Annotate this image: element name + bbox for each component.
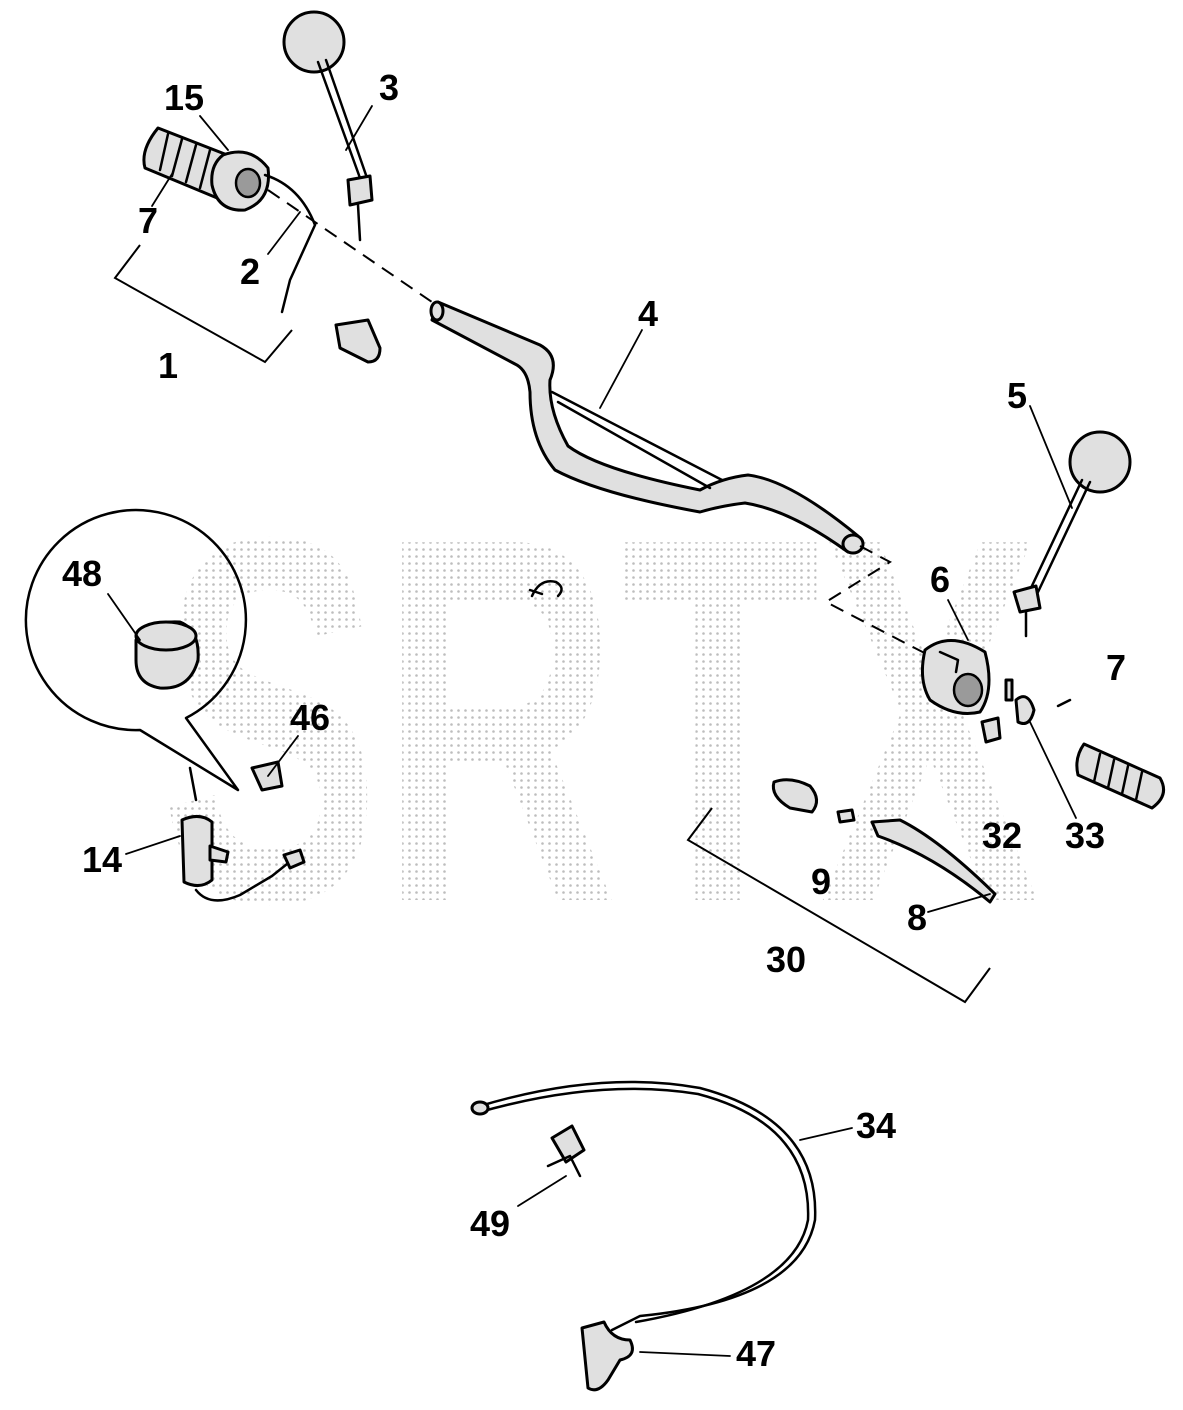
bracket-group-1 — [113, 244, 293, 364]
label-part-30: 30 — [766, 939, 806, 980]
label-part-5: 5 — [1007, 375, 1027, 416]
label-part-49: 49 — [470, 1203, 510, 1244]
label-part-48: 48 — [62, 553, 102, 594]
bracket-group-30 — [686, 807, 991, 1004]
part-labels: 1 2 3 4 5 6 7 7 8 9 14 15 30 32 33 34 46… — [62, 67, 1126, 1374]
right-mirror — [1012, 430, 1132, 638]
screws-32-33 — [980, 678, 1072, 744]
label-part-1: 1 — [158, 345, 178, 386]
leader-lines — [107, 105, 1077, 1357]
cable-34 — [470, 1080, 817, 1332]
label-part-7-right: 7 — [1106, 647, 1126, 688]
left-bracket-part — [334, 318, 382, 364]
lever-assembly — [771, 778, 997, 904]
label-part-7-left: 7 — [138, 200, 158, 241]
label-part-15: 15 — [164, 77, 204, 118]
label-part-2: 2 — [240, 251, 260, 292]
callout-bubble — [24, 508, 248, 792]
label-part-47: 47 — [736, 1333, 776, 1374]
label-part-6: 6 — [930, 559, 950, 600]
label-part-9: 9 — [811, 861, 831, 902]
label-part-33: 33 — [1065, 815, 1105, 856]
right-switch-housing — [920, 639, 991, 715]
right-grip — [1075, 742, 1166, 810]
watermark: SRTX — [160, 430, 1042, 1011]
label-part-3: 3 — [379, 67, 399, 108]
label-part-4: 4 — [638, 293, 658, 334]
connector-46 — [250, 760, 284, 792]
label-part-46: 46 — [290, 697, 330, 738]
clip-49 — [546, 1124, 586, 1178]
left-mirror — [282, 10, 374, 242]
left-grip-assembly — [142, 126, 317, 314]
label-part-32: 32 — [982, 815, 1022, 856]
label-part-8: 8 — [907, 897, 927, 938]
key-switch — [180, 766, 306, 902]
handlebar — [429, 300, 865, 555]
label-part-14: 14 — [82, 839, 122, 880]
watermark-text: SRTX — [160, 430, 1042, 1011]
clip-part — [528, 580, 563, 598]
label-part-34: 34 — [856, 1105, 896, 1146]
bracket-47 — [580, 1320, 634, 1392]
alignment-lines — [267, 189, 939, 661]
